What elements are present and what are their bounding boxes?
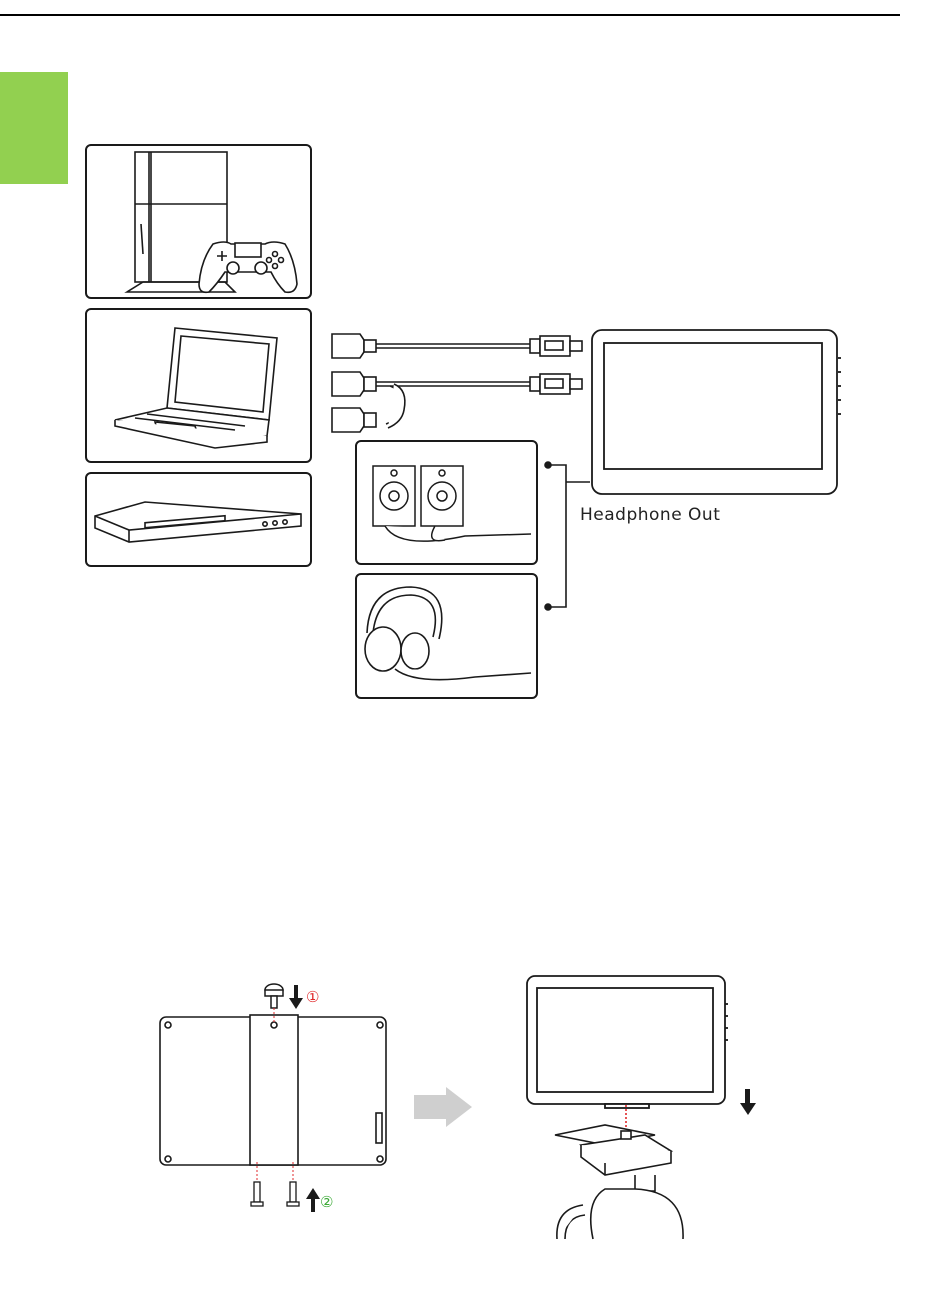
monitor-back-icon xyxy=(158,1015,388,1165)
speakers-icon xyxy=(355,440,538,565)
headphones-panel xyxy=(355,573,538,699)
laptop-icon xyxy=(85,308,312,463)
top-rule xyxy=(0,14,900,16)
headphones-icon xyxy=(355,573,538,699)
up-arrow-icon xyxy=(306,1188,320,1212)
thumb-screw-icon xyxy=(262,982,292,1027)
section-tab xyxy=(0,72,68,184)
tripod-head-icon xyxy=(545,1105,695,1240)
right-arrow-icon xyxy=(414,1087,474,1127)
down-arrow-icon xyxy=(289,985,303,1009)
console-panel xyxy=(85,144,312,299)
headphone-out-label: Headphone Out xyxy=(580,505,720,525)
laptop-panel xyxy=(85,308,312,463)
mounted-monitor-icon xyxy=(525,974,735,1114)
dvd-player-icon xyxy=(85,472,312,567)
hdmi-cable-icon xyxy=(330,328,590,368)
gamepad-icon xyxy=(85,144,312,299)
step-1-label: ① xyxy=(306,988,319,1006)
step-2-label: ② xyxy=(320,1193,333,1211)
usb-cable-icon xyxy=(330,368,590,438)
portable-monitor-icon xyxy=(590,328,840,496)
bottom-screws-icon xyxy=(245,1160,305,1210)
audio-bracket xyxy=(540,458,590,608)
mount-down-arrow-icon xyxy=(740,1089,756,1115)
speakers-panel xyxy=(355,440,538,565)
dvd-panel xyxy=(85,472,312,567)
